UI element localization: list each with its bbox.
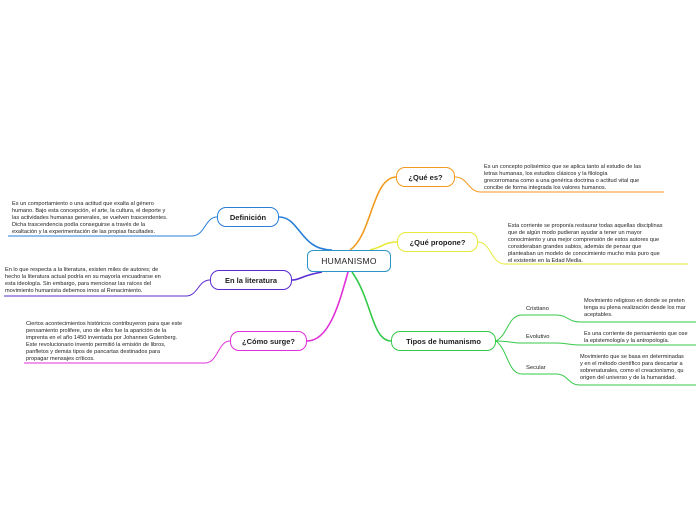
connector-definicion — [8, 216, 218, 237]
link-evolutivo — [495, 340, 556, 344]
connector-secular — [555, 373, 696, 386]
text-evolutivo: Es una corriente de pensamiento que ose … — [584, 331, 688, 344]
connector-propone — [477, 241, 688, 265]
topic-que-es[interactable]: ¿Qué es? — [396, 167, 455, 187]
connector-surge — [24, 340, 231, 364]
subtopic-secular[interactable]: Secular — [526, 365, 546, 371]
link-que-es — [349, 176, 397, 251]
text-en-la-literatura: En lo que respecta a la literatura, exis… — [5, 267, 161, 294]
link-definicion — [278, 216, 333, 251]
connector-literatura — [4, 279, 211, 297]
text-secular: Movimiento que se basa en determinadas y… — [580, 354, 684, 381]
link-surge — [306, 271, 349, 342]
link-propone — [369, 241, 398, 251]
text-que-es: Es un concepto polisémico que se aplica … — [484, 164, 642, 191]
text-que-propone: Esta corriente se proponía restaurar tod… — [508, 223, 663, 264]
text-cristiano: Movimiento religioso en donde se preten … — [584, 298, 686, 318]
text-como-surge: Ciertos acontecimientos históricos contr… — [26, 321, 183, 362]
topic-tipos-de-humanismo[interactable]: Tipos de humanismo — [391, 331, 496, 351]
connector-que-es — [454, 176, 664, 193]
topic-en-la-literatura[interactable]: En la literatura — [210, 270, 292, 290]
connector-evolutivo — [555, 342, 696, 346]
text-definicion: Es un comportamiento o una actitud que e… — [12, 201, 168, 235]
link-tipos — [351, 271, 392, 342]
link-literatura — [291, 271, 323, 281]
topic-que-propone[interactable]: ¿Qué propone? — [397, 232, 478, 252]
topic-como-surge[interactable]: ¿Cómo surge? — [230, 331, 307, 351]
subtopic-cristiano[interactable]: Cristiano — [526, 306, 549, 312]
connector-cristiano — [555, 314, 696, 323]
link-secular — [495, 340, 556, 375]
subtopic-evolutivo[interactable]: Evolutivo — [526, 334, 550, 340]
central-topic[interactable]: HUMANISMO — [307, 250, 391, 272]
topic-definicion[interactable]: Definición — [217, 207, 279, 227]
link-cristiano — [495, 314, 556, 342]
